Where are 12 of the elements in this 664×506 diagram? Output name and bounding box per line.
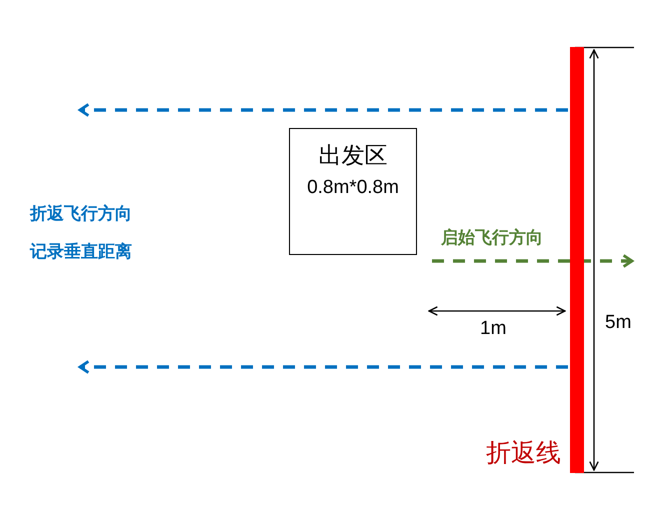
dimension-label: 5m [605,313,632,332]
dimension-label: 1m [480,319,506,338]
direction-note: 记录垂直距离 [30,244,132,261]
dashed-arrow [78,360,568,374]
turn-line-label: 折返线 [486,440,561,465]
zone-size: 0.8m*0.8m [307,178,399,197]
turn-line-bar [570,47,584,473]
direction-note: 折返飞行方向 [30,206,132,223]
start-zone-box [289,128,417,255]
dashed-arrow [78,103,568,117]
zone-title: 出发区 [318,145,388,168]
direction-note: 启始飞行方向 [441,230,543,247]
